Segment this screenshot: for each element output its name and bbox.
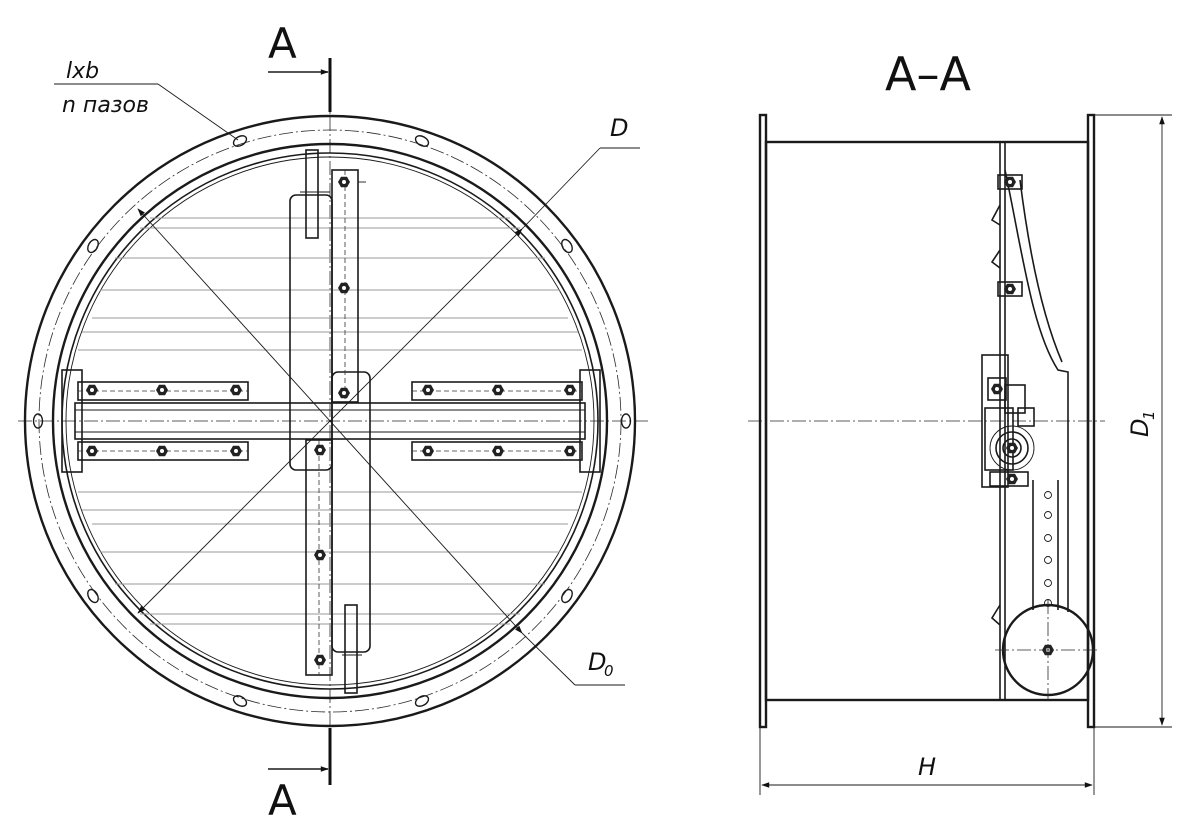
bolt-circle-diameter-letter: D [588,648,606,676]
lever-holes [1044,491,1052,607]
slot-leader [54,83,239,141]
flange-outer-circle [23,114,637,728]
flange-diameter-subscript: 1 [1140,410,1158,420]
section-view [748,113,1172,795]
front-view [18,58,648,785]
d1-dimension [1094,114,1172,728]
slot-size-label: lxb [66,59,99,84]
h-dimension [759,727,1095,795]
flange-inner-circle [51,142,609,700]
section-cut-line [268,58,332,785]
bolt-circle-diameter-label: D 0 [588,648,614,680]
length-label: H [918,753,936,781]
top-bracket [997,174,1023,190]
mechanism-block [981,354,1035,488]
flange-diameter-letter: D [1126,419,1154,437]
counterweight [995,600,1100,700]
lever-arm [1004,169,1069,612]
section-mark-top: A [268,19,297,68]
diameter-dimensions [137,147,640,686]
body-inner-edge [65,156,595,686]
section-title: A–A [885,47,971,101]
bolt-circle-diameter-subscript: 0 [604,662,614,680]
flange-diameter-label: D 1 [1126,410,1158,437]
section-mark-bottom: A [268,776,297,825]
diameter-label: D [610,114,628,142]
slot-count-label: n пазов [62,93,149,118]
damper-body [764,140,1090,702]
